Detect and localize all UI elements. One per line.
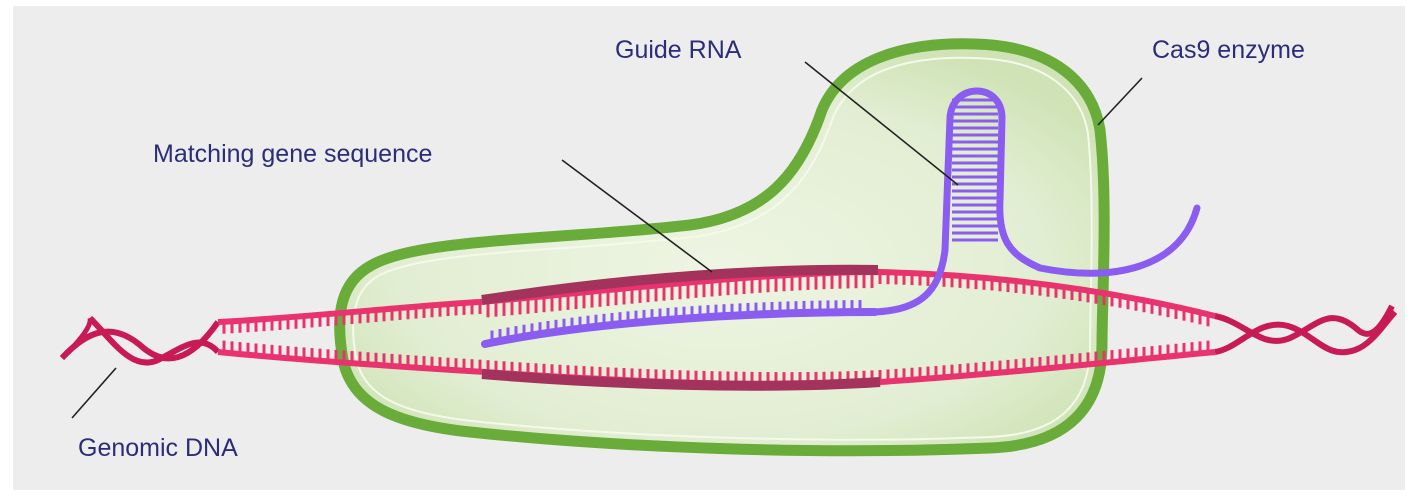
right-dna-helix bbox=[1215, 306, 1395, 352]
left-dna-helix bbox=[62, 318, 218, 363]
leader-line-genomic bbox=[72, 368, 116, 418]
label-genomic-dna: Genomic DNA bbox=[78, 436, 238, 461]
label-matching-gene-sequence: Matching gene sequence bbox=[153, 142, 432, 167]
leader-line-cas9 bbox=[1098, 78, 1142, 125]
label-cas9-enzyme: Cas9 enzyme bbox=[1152, 38, 1305, 63]
label-guide-rna: Guide RNA bbox=[615, 38, 741, 63]
